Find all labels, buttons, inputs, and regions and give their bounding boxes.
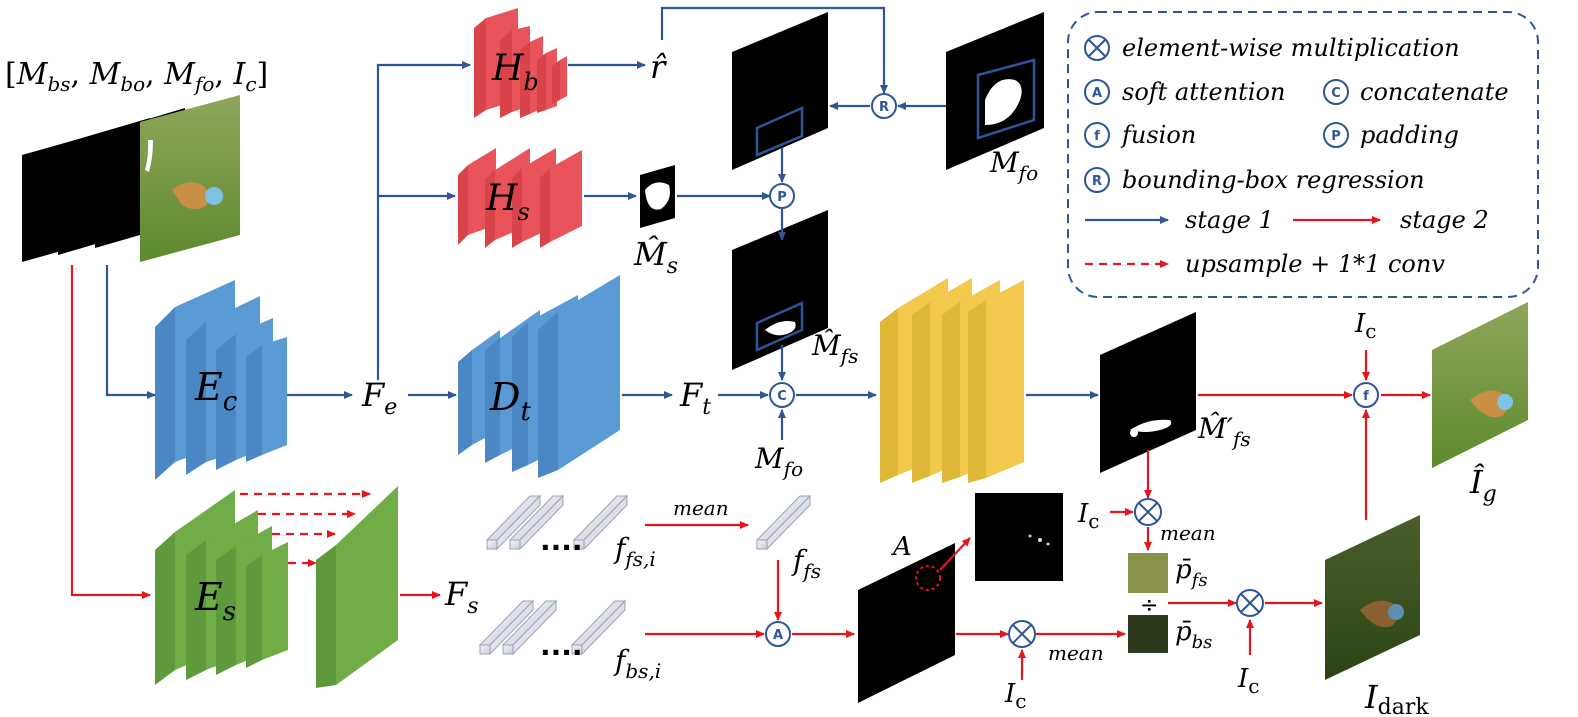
upsample-arrows [240, 490, 371, 567]
multiply-icon-1 [1008, 620, 1036, 648]
svg-text:C: C [777, 389, 787, 404]
input-stack [22, 95, 240, 262]
legend-f-icon [1084, 122, 1110, 148]
ig-hat-label: Îg [1469, 463, 1497, 507]
svg-text:R: R [1092, 174, 1102, 189]
dots-bs: .... [540, 629, 583, 662]
legend-c-icon [1323, 79, 1349, 105]
a-label: A [891, 532, 912, 562]
ic-label-2: Ic [1077, 499, 1099, 533]
encoder-ec [155, 280, 287, 480]
pfs-label: p̄fs [1175, 555, 1208, 591]
pfs-swatch [1128, 553, 1168, 593]
legend-r-icon [1084, 167, 1110, 193]
legend-multiply-icon [1084, 35, 1110, 61]
mask-top [732, 12, 828, 170]
svg-text:C: C [1331, 86, 1341, 101]
legend: A C f P R element-wise multiplication so… [1067, 11, 1539, 298]
mfo-bottom-label: Mfo [754, 442, 803, 481]
mask-a [858, 543, 955, 703]
pbs-swatch [1128, 615, 1168, 653]
es-label: Es [194, 575, 236, 627]
ffs-i-label: ffs,i [613, 532, 656, 571]
legend-upsample-text: upsample + 1*1 conv [1185, 250, 1445, 278]
legend-stage1-text: stage 1 [1185, 206, 1274, 234]
pbs-label: p̄bs [1175, 617, 1212, 653]
ft-label: Ft [679, 376, 711, 420]
legend-multiply-text: element-wise multiplication [1122, 34, 1460, 62]
mfs-prime-label: M̂′fs [1197, 412, 1251, 451]
op-p-icon: P [769, 183, 795, 209]
legend-a-icon [1084, 79, 1110, 105]
legend-stage2-text: stage 2 [1400, 206, 1489, 234]
legend-concat-text: concatenate [1360, 78, 1509, 106]
fusion-decoder [880, 278, 1024, 483]
head-hs [458, 148, 582, 248]
ic-label-4: Ic [1237, 664, 1259, 698]
svg-text:A: A [1092, 86, 1102, 101]
mean-label-2: mean [1048, 641, 1104, 665]
ec-label: Ec [194, 365, 238, 417]
legend-p-icon [1323, 122, 1349, 148]
feature-rods-bs [478, 599, 627, 656]
mask-ms-hat [640, 165, 675, 228]
feature-rods-fs [485, 494, 812, 551]
input-label: [Mbs, Mbo, Mfo, Ic] [5, 57, 268, 96]
mean-label-3: mean [1160, 521, 1216, 545]
r-hat-label: r̂ [650, 48, 667, 86]
mask-mfo [946, 12, 1044, 170]
mask-mfs-hat [732, 210, 828, 370]
mask-mfs-prime [1100, 312, 1196, 473]
svg-text:P: P [777, 190, 787, 205]
multiply-icon-3 [1236, 589, 1264, 617]
ffs-label: ffs [791, 544, 821, 583]
op-c-icon: C [769, 382, 795, 408]
dots-fs: .... [540, 524, 583, 557]
fs-label: Fs [444, 575, 479, 619]
divide-sign: ÷ [1140, 593, 1158, 618]
ic-label-1: Ic [1354, 309, 1376, 343]
legend-bbox-text: bounding-box regression [1122, 166, 1425, 194]
op-r-icon: R [871, 93, 897, 119]
photo-idark [1325, 515, 1420, 680]
svg-text:R: R [879, 100, 889, 115]
dt-label: Dt [489, 375, 531, 427]
fe-label: Fe [361, 376, 397, 420]
op-circles: R P C A f [765, 93, 1379, 647]
multiply-icon-2 [1134, 498, 1162, 526]
stage2-arrows [70, 265, 1431, 680]
svg-text:f: f [1363, 389, 1369, 404]
svg-text:A: A [773, 628, 783, 643]
svg-text:P: P [1331, 129, 1341, 144]
ms-hat-label: M̂s [633, 235, 678, 279]
svg-text:f: f [1094, 129, 1100, 144]
attention-zoom [975, 493, 1063, 581]
legend-fusion-text: fusion [1120, 121, 1196, 149]
fbs-i-label: fbs,i [613, 644, 661, 683]
head-hb [474, 8, 567, 118]
mfs-hat-label: M̂fs [811, 329, 858, 368]
input-image [140, 95, 240, 262]
op-a-icon: A [765, 621, 791, 647]
mfo-top-label: Mfo [989, 146, 1038, 185]
photo-ig-hat [1432, 302, 1528, 468]
hb-label: Hb [491, 48, 539, 96]
stage1-arrows [105, 6, 1099, 440]
multiply-circles [1008, 498, 1264, 648]
encoder-es [155, 486, 398, 688]
mean-label-1: mean [673, 496, 729, 520]
op-f-icon: f [1353, 382, 1379, 408]
legend-attention-text: soft attention [1122, 78, 1285, 106]
ic-label-3: Ic [1004, 679, 1026, 713]
decoder-dt [458, 275, 620, 478]
idark-label: Idark [1364, 678, 1429, 717]
hs-label: Hs [485, 178, 530, 226]
legend-padding-text: padding [1360, 121, 1459, 149]
